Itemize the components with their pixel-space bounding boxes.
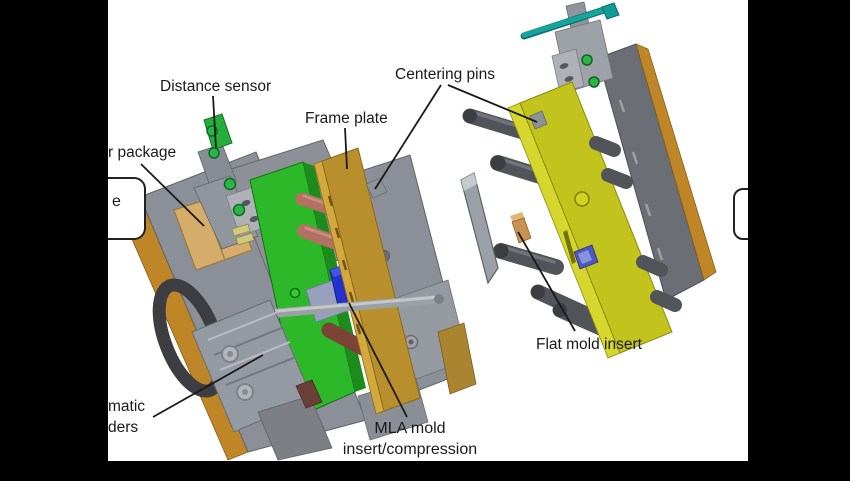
centering-pins-right-stubs bbox=[589, 136, 682, 312]
leader-centering-pins-right bbox=[447, 84, 538, 123]
label-mla-line2: insert/compression bbox=[342, 441, 478, 458]
green-bolt bbox=[581, 54, 593, 66]
khaki-pin bbox=[231, 223, 251, 237]
teal-screw-icon bbox=[521, 7, 607, 38]
flat-mold-insert bbox=[510, 212, 532, 244]
bottom-block bbox=[257, 395, 333, 461]
leader-flat-mold-insert bbox=[517, 231, 576, 332]
centering-pin-slot bbox=[529, 110, 548, 130]
pneumatic-cylinder-block bbox=[191, 299, 313, 433]
label-pneumatic-line1: matic bbox=[108, 398, 146, 415]
frame-plate-gold bbox=[313, 147, 421, 415]
plate-hole bbox=[574, 191, 590, 207]
clamp-plate-right bbox=[597, 43, 717, 301]
leader-mla-mold bbox=[348, 302, 408, 418]
screw-head bbox=[601, 2, 620, 20]
label-flat-mold-insert: Flat mold insert bbox=[536, 336, 642, 353]
right-assembly bbox=[460, 1, 717, 359]
stripper-plate-yellow bbox=[507, 81, 673, 359]
green-bolt bbox=[289, 287, 301, 299]
right-callout-box bbox=[733, 188, 748, 240]
plate-slot bbox=[563, 230, 576, 264]
green-bolt bbox=[588, 76, 600, 88]
leader-pneumatic bbox=[152, 354, 264, 418]
gold-block bbox=[437, 322, 477, 395]
label-frame-plate: Frame plate bbox=[305, 110, 388, 127]
left-callout-text-partial: e bbox=[112, 193, 121, 210]
label-mla-line1: MLA mold bbox=[374, 420, 446, 437]
letterbox-bottom bbox=[0, 461, 850, 481]
green-bolt bbox=[232, 203, 246, 217]
distance-sensor-green bbox=[203, 113, 233, 151]
green-bolt bbox=[223, 177, 237, 191]
khaki-pin bbox=[235, 232, 255, 246]
brown-block bbox=[295, 379, 323, 409]
label-pneumatic-line2: ders bbox=[108, 419, 139, 436]
leader-distance-sensor bbox=[212, 95, 217, 149]
label-mla-mold: MLA mold insert/compression bbox=[310, 418, 510, 460]
leader-sensor-package bbox=[140, 163, 205, 227]
label-centering-pins: Centering pins bbox=[395, 66, 495, 83]
flat-plate bbox=[460, 172, 499, 285]
letterbox-left bbox=[0, 0, 108, 481]
letterbox-right bbox=[748, 0, 850, 481]
leader-frame-plate bbox=[344, 127, 348, 170]
label-distance-sensor: Distance sensor bbox=[160, 78, 272, 95]
cad-diagram bbox=[117, 1, 717, 461]
leader-centering-pins-left bbox=[374, 84, 442, 190]
label-pneumatic-partial: matic ders bbox=[108, 396, 145, 438]
leader-lines bbox=[140, 84, 576, 418]
green-bolt bbox=[208, 147, 220, 159]
slide: Distance sensor Frame plate Centering pi… bbox=[108, 0, 748, 461]
top-bracket bbox=[520, 1, 620, 94]
guide-rod bbox=[261, 294, 444, 319]
label-sensor-package-partial: r package bbox=[108, 144, 177, 161]
left-callout-box: e bbox=[108, 177, 146, 240]
left-assembly bbox=[117, 113, 477, 461]
